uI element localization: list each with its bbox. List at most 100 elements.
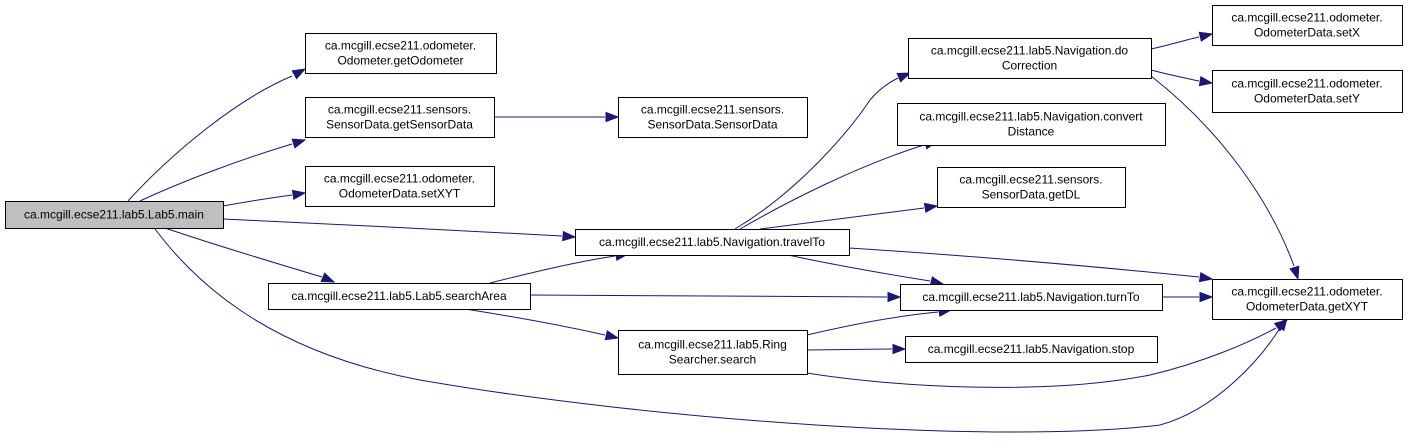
edge-line <box>806 348 893 351</box>
edge-ringSearch-to-getXYT <box>806 319 1289 388</box>
node-box[interactable] <box>268 283 531 310</box>
node-label: ca.mcgill.ecse211.sensors. <box>641 103 784 117</box>
node-box[interactable] <box>618 330 808 375</box>
node-label: SensorData.SensorData <box>647 118 777 132</box>
edge-main-to-setXYT <box>222 189 307 207</box>
node-travelTo[interactable]: ca.mcgill.ecse211.lab5.Navigation.travel… <box>575 229 850 256</box>
node-label: OdometerData.getXYT <box>1246 300 1369 314</box>
edge-searchArea-to-travelTo <box>489 250 630 284</box>
node-setX[interactable]: ca.mcgill.ecse211.odometer.OdometerData.… <box>1212 5 1403 46</box>
node-label: ca.mcgill.ecse211.sensors. <box>328 103 471 117</box>
edge-arrowhead <box>291 138 307 149</box>
node-box[interactable] <box>305 97 495 138</box>
edge-main-to-getSensorData <box>139 138 307 202</box>
edge-travelTo-to-getXYT <box>848 247 1214 283</box>
edge-line <box>164 227 323 278</box>
node-sensorDataCtor[interactable]: ca.mcgill.ecse211.sensors.SensorData.Sen… <box>618 97 808 138</box>
node-setY[interactable]: ca.mcgill.ecse211.odometer.OdometerData.… <box>1212 70 1403 113</box>
node-getXYT[interactable]: ca.mcgill.ecse211.odometer.OdometerData.… <box>1212 279 1403 320</box>
node-setXYT[interactable]: ca.mcgill.ecse211.odometer.OdometerData.… <box>305 166 495 207</box>
edge-line <box>222 218 563 237</box>
node-label: ca.mcgill.ecse211.lab5.Navigation.do <box>931 44 1129 58</box>
edge-travelTo-to-doCorrection <box>734 72 912 230</box>
edge-arrowhead <box>1198 31 1214 42</box>
edge-line <box>1150 75 1295 267</box>
edge-doCorrection-to-setX <box>1150 31 1214 50</box>
edge-ringSearch-to-stop <box>806 343 907 355</box>
node-box[interactable] <box>575 229 850 256</box>
node-box[interactable] <box>900 284 1163 311</box>
node-label: ca.mcgill.ecse211.odometer. <box>1231 11 1382 25</box>
edge-line <box>1150 69 1200 82</box>
node-label: ca.mcgill.ecse211.lab5.Lab5.main <box>24 208 204 222</box>
edge-arrowhead <box>562 230 577 242</box>
node-box[interactable] <box>1212 279 1403 320</box>
node-stop[interactable]: ca.mcgill.ecse211.lab5.Navigation.stop <box>905 336 1158 363</box>
node-label: ca.mcgill.ecse211.lab5.Navigation.travel… <box>599 235 825 249</box>
edge-line <box>464 308 606 336</box>
node-label: ca.mcgill.ecse211.lab5.Ring <box>638 338 787 352</box>
node-label: SensorData.getSensorData <box>326 118 473 132</box>
node-box[interactable] <box>618 97 808 138</box>
edge-main-to-getOdometer <box>127 68 307 202</box>
edge-main-to-searchArea <box>164 227 336 283</box>
edge-arrowhead <box>605 111 620 123</box>
node-label: ca.mcgill.ecse211.sensors. <box>959 173 1102 187</box>
node-convertDistance[interactable]: ca.mcgill.ecse211.lab5.Navigation.conver… <box>897 103 1166 146</box>
edge-line <box>127 75 293 202</box>
nodes-layer: ca.mcgill.ecse211.lab5.Lab5.main ca.mcgil… <box>5 5 1403 375</box>
node-label: Correction <box>1002 59 1057 73</box>
edge-arrowhead <box>291 68 307 80</box>
edge-doCorrection-to-getXYT <box>1150 75 1300 281</box>
node-label: Odometer.getOdometer <box>337 54 463 68</box>
edge-line <box>848 247 1200 278</box>
edge-arrowhead <box>1198 75 1214 87</box>
edge-arrowhead <box>923 202 939 214</box>
node-ringSearch[interactable]: ca.mcgill.ecse211.lab5.RingSearcher.sear… <box>618 330 808 375</box>
node-box[interactable] <box>1212 70 1403 113</box>
node-getOdometer[interactable]: ca.mcgill.ecse211.odometer.Odometer.getO… <box>305 33 497 74</box>
node-box[interactable] <box>1212 5 1403 46</box>
node-box[interactable] <box>937 167 1126 208</box>
node-label: OdometerData.setX <box>1254 26 1360 40</box>
edge-line <box>489 255 616 284</box>
edge-arrowhead <box>1199 291 1214 303</box>
node-label: Searcher.search <box>669 353 756 367</box>
edge-line <box>154 228 1281 433</box>
edge-line <box>806 327 1277 388</box>
edge-searchArea-to-ringSearch <box>464 308 620 341</box>
edge-line <box>759 207 925 230</box>
node-box[interactable] <box>5 201 224 229</box>
node-label: ca.mcgill.ecse211.odometer. <box>324 172 475 186</box>
node-box[interactable] <box>905 336 1158 363</box>
edge-getSensorData-to-sensorDataCtor <box>494 111 620 123</box>
node-getDL[interactable]: ca.mcgill.ecse211.sensors.SensorData.get… <box>937 167 1126 208</box>
node-doCorrection[interactable]: ca.mcgill.ecse211.lab5.Navigation.doCorr… <box>908 38 1152 79</box>
edge-line <box>806 311 939 336</box>
node-box[interactable] <box>305 166 495 207</box>
edge-arrowhead <box>604 330 620 341</box>
node-turnTo[interactable]: ca.mcgill.ecse211.lab5.Navigation.turnTo <box>900 284 1163 311</box>
edge-main-to-travelTo <box>222 218 577 242</box>
node-getSensorData[interactable]: ca.mcgill.ecse211.sensors.SensorData.get… <box>305 97 495 138</box>
edges-layer <box>127 31 1300 433</box>
node-box[interactable] <box>897 103 1166 146</box>
node-label: Distance <box>1008 125 1055 139</box>
edge-arrowhead <box>887 291 902 303</box>
node-label: ca.mcgill.ecse211.odometer. <box>325 39 476 53</box>
node-main[interactable]: ca.mcgill.ecse211.lab5.Lab5.main <box>5 201 224 229</box>
node-label: ca.mcgill.ecse211.lab5.Navigation.conver… <box>919 110 1143 124</box>
node-searchArea[interactable]: ca.mcgill.ecse211.lab5.Lab5.searchArea <box>268 283 531 310</box>
edge-arrowhead <box>1198 271 1214 283</box>
edge-line <box>1150 36 1200 50</box>
node-label: ca.mcgill.ecse211.lab5.Navigation.stop <box>928 342 1135 356</box>
node-label: ca.mcgill.ecse211.odometer. <box>1231 77 1382 91</box>
node-box[interactable] <box>305 33 497 74</box>
edge-line <box>739 144 925 230</box>
node-box[interactable] <box>908 38 1152 79</box>
edge-searchArea-to-turnTo <box>529 291 902 303</box>
node-label: OdometerData.setY <box>1254 92 1360 106</box>
edge-ringSearch-to-turnTo <box>806 306 953 336</box>
edge-arrowhead <box>320 272 336 283</box>
